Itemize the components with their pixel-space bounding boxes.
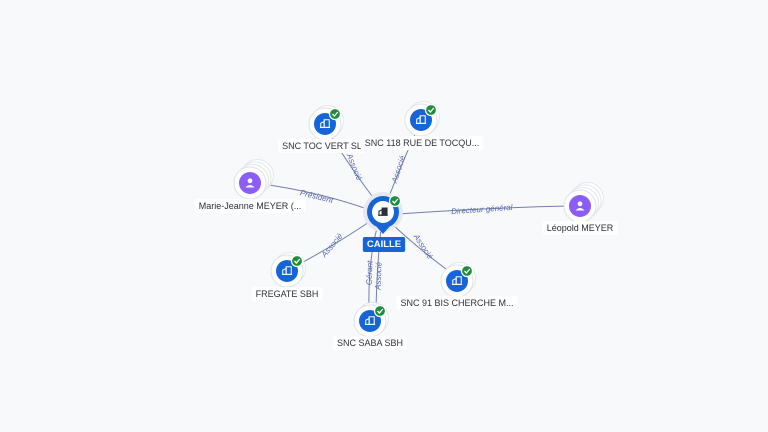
node-disc: [446, 270, 468, 292]
edge-fregate[interactable]: Associé: [295, 219, 373, 267]
edge-label: Directeur général: [451, 203, 513, 216]
node-label: Léopold MEYER: [547, 223, 614, 233]
node-cherche[interactable]: SNC 91 BIS CHERCHE M...: [396, 262, 518, 311]
node-label: SNC SABA SBH: [337, 338, 403, 348]
verified-check-icon: [460, 264, 474, 278]
node-label: SNC 91 BIS CHERCHE M...: [400, 298, 513, 308]
node-tocq[interactable]: SNC 118 RUE DE TOCQU...: [360, 101, 484, 151]
edge-label: Associé: [390, 154, 408, 185]
node-disc: [314, 113, 336, 135]
person-icon: [245, 178, 255, 188]
node-label-background: [332, 336, 408, 350]
node-leopold[interactable]: Léopold MEYER: [542, 182, 618, 236]
edge-line: [397, 205, 569, 215]
edge-line: [368, 227, 378, 310]
edge-label: Associé: [411, 232, 435, 262]
edge-label: Associé: [319, 231, 345, 259]
edge-line: [261, 183, 371, 211]
building-icon: [364, 316, 376, 325]
node-saba[interactable]: SNC SABA SBH: [332, 302, 408, 351]
verified-check-icon: [388, 194, 402, 208]
node-label-background: [278, 139, 366, 153]
verified-check-icon: [328, 107, 342, 121]
center-label: CAILLE: [367, 239, 401, 250]
node-label-background: [251, 287, 323, 301]
building-icon: [378, 207, 388, 216]
building-icon: [319, 119, 331, 128]
edge-label: Associé: [345, 151, 364, 182]
verified-check-icon: [373, 304, 387, 318]
node-disc: [276, 260, 298, 282]
center-label-background: [362, 237, 406, 252]
edge-leopold[interactable]: Directeur général: [397, 203, 569, 216]
verified-check-icon: [424, 103, 438, 117]
edge-label: Associé: [373, 261, 383, 291]
node-label: SNC TOC VERT SL: [282, 141, 362, 151]
node-label-background: [396, 296, 518, 310]
edge-label: Gérant: [365, 260, 375, 286]
node-label-background: [194, 199, 306, 213]
building-icon: [281, 266, 293, 275]
person-icon: [575, 201, 585, 211]
building-icon: [451, 276, 463, 285]
node-marie[interactable]: Marie-Jeanne MEYER (...: [194, 159, 306, 214]
node-disc: [359, 310, 381, 332]
node-label-background: [542, 221, 618, 235]
center-node[interactable]: CAILLE: [362, 192, 406, 252]
node-label: Marie-Jeanne MEYER (...: [199, 201, 302, 211]
edge-saba[interactable]: Gérant: [365, 227, 378, 310]
edge-line: [295, 219, 373, 267]
node-toc[interactable]: SNC TOC VERT SL: [278, 105, 366, 154]
node-label: FREGATE SBH: [256, 289, 319, 299]
edge-line: [391, 223, 451, 273]
node-disc: [410, 109, 432, 131]
verified-check-icon: [290, 254, 304, 268]
edge-saba[interactable]: Associé: [373, 227, 384, 310]
building-icon: [415, 115, 427, 124]
node-label: SNC 118 RUE DE TOCQU...: [365, 138, 480, 148]
node-fregate[interactable]: FREGATE SBH: [251, 252, 323, 302]
node-label-background: [360, 136, 484, 150]
edge-line: [375, 227, 382, 310]
